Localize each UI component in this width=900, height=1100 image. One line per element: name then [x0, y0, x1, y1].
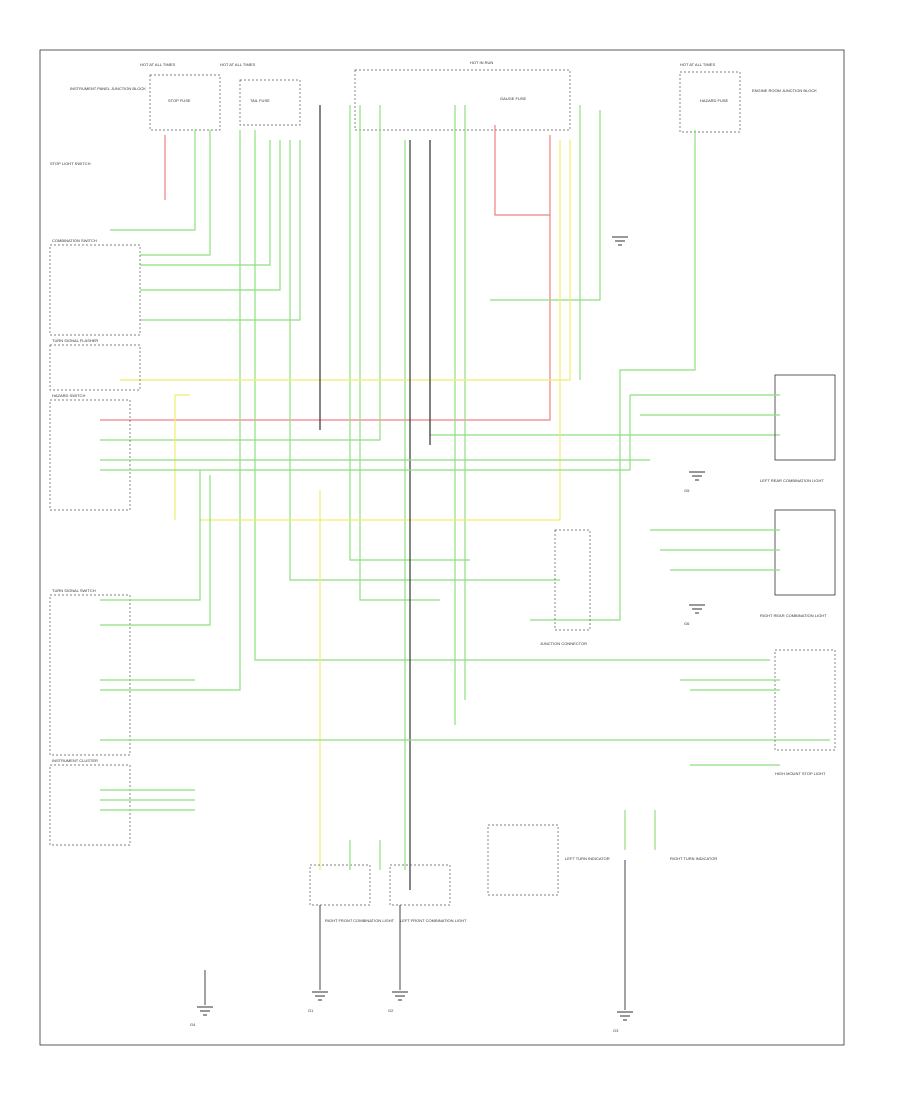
ground-icon — [197, 236, 705, 1021]
label-hot-all-times-2: HOT AT ALL TIMES — [220, 62, 255, 67]
power-section: HOT AT ALL TIMES HOT AT ALL TIMES HOT IN… — [70, 60, 817, 133]
instrument-cluster-box — [49, 764, 131, 846]
wire-green-4 — [254, 130, 770, 661]
label-stop-light-switch: STOP LIGHT SWITCH — [50, 161, 91, 166]
diagram-border — [39, 49, 845, 1046]
label-fuse-hazard: HAZARD FUSE — [700, 98, 729, 103]
fuse-block-left — [149, 74, 221, 131]
wire-red-2 — [494, 125, 551, 216]
left-front-combo-box — [389, 864, 451, 906]
label-underhood-box: ENGINE ROOM JUNCTION BLOCK — [752, 88, 817, 93]
label-ip-fuse-box: INSTRUMENT PANEL JUNCTION BLOCK — [70, 86, 146, 91]
wire-green-10 — [359, 105, 440, 601]
wire-green-11 — [100, 105, 381, 441]
label-right-front-combo: RIGHT FRONT COMBINATION LIGHT — [325, 918, 395, 923]
wire-green-9 — [349, 105, 470, 561]
wire-green-1 — [110, 130, 196, 231]
wire-bundle-top — [100, 105, 780, 890]
right-front-combo-box — [309, 864, 371, 906]
wire-green-17 — [490, 110, 601, 301]
right-components: LEFT REAR COMBINATION LIGHT RIGHT REAR C… — [630, 374, 836, 776]
label-ground-g6: G6 — [684, 621, 690, 626]
left-components: STOP LIGHT SWITCH COMBINATION SWITCH TUR… — [49, 161, 830, 846]
junction-connector: JUNCTION CONNECTOR — [540, 529, 591, 646]
wire-green-8 — [140, 140, 301, 321]
bottom-components: RIGHT FRONT COMBINATION LIGHT LEFT FRONT… — [190, 236, 717, 1033]
right-rear-combo-box — [774, 509, 836, 596]
wire-green-3 — [100, 130, 241, 691]
label-left-front-combo: LEFT FRONT COMBINATION LIGHT — [400, 918, 467, 923]
flasher-box — [49, 344, 141, 391]
label-right-rear-combo: RIGHT REAR COMBINATION LIGHT — [760, 613, 827, 618]
label-left-turn-indicator: LEFT TURN INDICATOR — [565, 856, 610, 861]
label-hot-all-times-3: HOT AT ALL TIMES — [680, 62, 715, 67]
wire-green-2 — [140, 130, 211, 256]
high-mount-stop-box — [774, 649, 836, 751]
label-fuse-tail: TAIL FUSE — [250, 98, 270, 103]
instrument-cluster-lower-box — [487, 824, 559, 896]
wire-green-left-1 — [100, 470, 201, 601]
fuse-block-run — [354, 69, 571, 131]
label-hazard-switch: HAZARD SWITCH — [52, 393, 85, 398]
label-ground-g3: G3 — [613, 1028, 619, 1033]
label-hot-in-run: HOT IN RUN — [470, 60, 493, 65]
label-fuse-gauge: GAUGE FUSE — [500, 96, 527, 101]
junction-connector-box — [554, 529, 591, 631]
label-junction-connector: JUNCTION CONNECTOR — [540, 641, 587, 646]
wire-green-left-9 — [100, 395, 631, 471]
wire-yellow-2 — [120, 140, 571, 381]
wire-yellow-3 — [174, 394, 190, 520]
label-ground-g4: G4 — [190, 1022, 196, 1027]
label-ground-g2: G2 — [388, 1008, 394, 1013]
wire-red-3 — [100, 215, 551, 421]
wire-green-left-2 — [100, 475, 211, 626]
wire-green-5 — [140, 140, 271, 266]
hazard-switch-box — [49, 399, 131, 511]
combination-switch-box — [49, 244, 141, 336]
label-fuse-stop: STOP FUSE — [168, 98, 191, 103]
label-right-turn-indicator: RIGHT TURN INDICATOR — [670, 856, 717, 861]
turn-signal-switch-box — [49, 594, 131, 756]
fuse-block-middle — [239, 79, 301, 126]
label-instrument-cluster: INSTRUMENT CLUSTER — [52, 758, 98, 763]
label-ground-g5: G5 — [684, 488, 690, 493]
wire-green-7 — [289, 140, 560, 581]
label-flasher: TURN SIGNAL FLASHER — [52, 338, 98, 343]
label-ground-g1: G1 — [308, 1008, 314, 1013]
label-high-mount-stop: HIGH MOUNT STOP LIGHT — [775, 771, 826, 776]
wire-green-13 — [429, 140, 780, 436]
left-rear-combo-box — [774, 374, 836, 461]
label-hot-all-times-1: HOT AT ALL TIMES — [140, 62, 175, 67]
label-turn-signal-switch: TURN SIGNAL SWITCH — [52, 588, 96, 593]
wire-green-6 — [140, 140, 281, 291]
label-combination-switch: COMBINATION SWITCH — [52, 238, 97, 243]
label-left-rear-combo: LEFT REAR COMBINATION LIGHT — [760, 478, 824, 483]
fuse-block-right — [679, 71, 741, 133]
